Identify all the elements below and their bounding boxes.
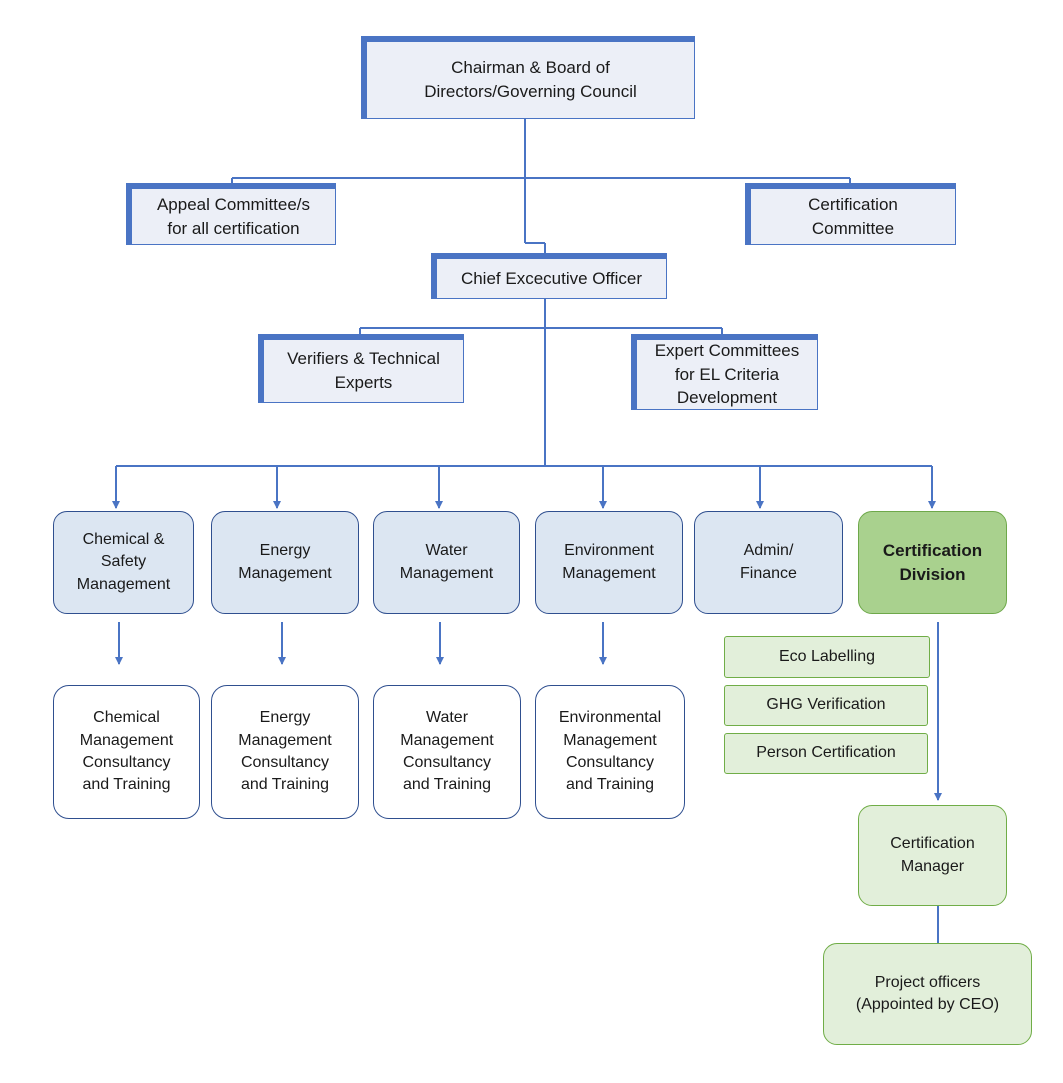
department-energy: Energy Management xyxy=(211,511,359,614)
expert-committees-box: Expert Committees for EL Criteria Develo… xyxy=(631,334,818,410)
department-water: Water Management xyxy=(373,511,520,614)
department-admin-finance: Admin/ Finance xyxy=(694,511,843,614)
appeal-committee-box: Appeal Committee/s for all certification xyxy=(126,183,336,245)
department-certification-division: Certification Division xyxy=(858,511,1007,614)
ceo-box: Chief Excecutive Officer xyxy=(431,253,667,299)
function-person-certification: Person Certification xyxy=(724,733,928,774)
department-environment: Environment Management xyxy=(535,511,683,614)
department-chemical-safety: Chemical & Safety Management xyxy=(53,511,194,614)
certification-committee-box: Certification Committee xyxy=(745,183,956,245)
function-eco-labelling: Eco Labelling xyxy=(724,636,930,678)
chairman-board-box: Chairman & Board of Directors/Governing … xyxy=(361,36,695,119)
function-ghg-verification: GHG Verification xyxy=(724,685,928,726)
verifiers-box: Verifiers & Technical Experts xyxy=(258,334,464,403)
project-officers-box: Project officers (Appointed by CEO) xyxy=(823,943,1032,1045)
certification-manager-box: Certification Manager xyxy=(858,805,1007,906)
consultancy-water: Water Management Consultancy and Trainin… xyxy=(373,685,521,819)
consultancy-energy: Energy Management Consultancy and Traini… xyxy=(211,685,359,819)
consultancy-chemical: Chemical Management Consultancy and Trai… xyxy=(53,685,200,819)
consultancy-environmental: Environmental Management Consultancy and… xyxy=(535,685,685,819)
